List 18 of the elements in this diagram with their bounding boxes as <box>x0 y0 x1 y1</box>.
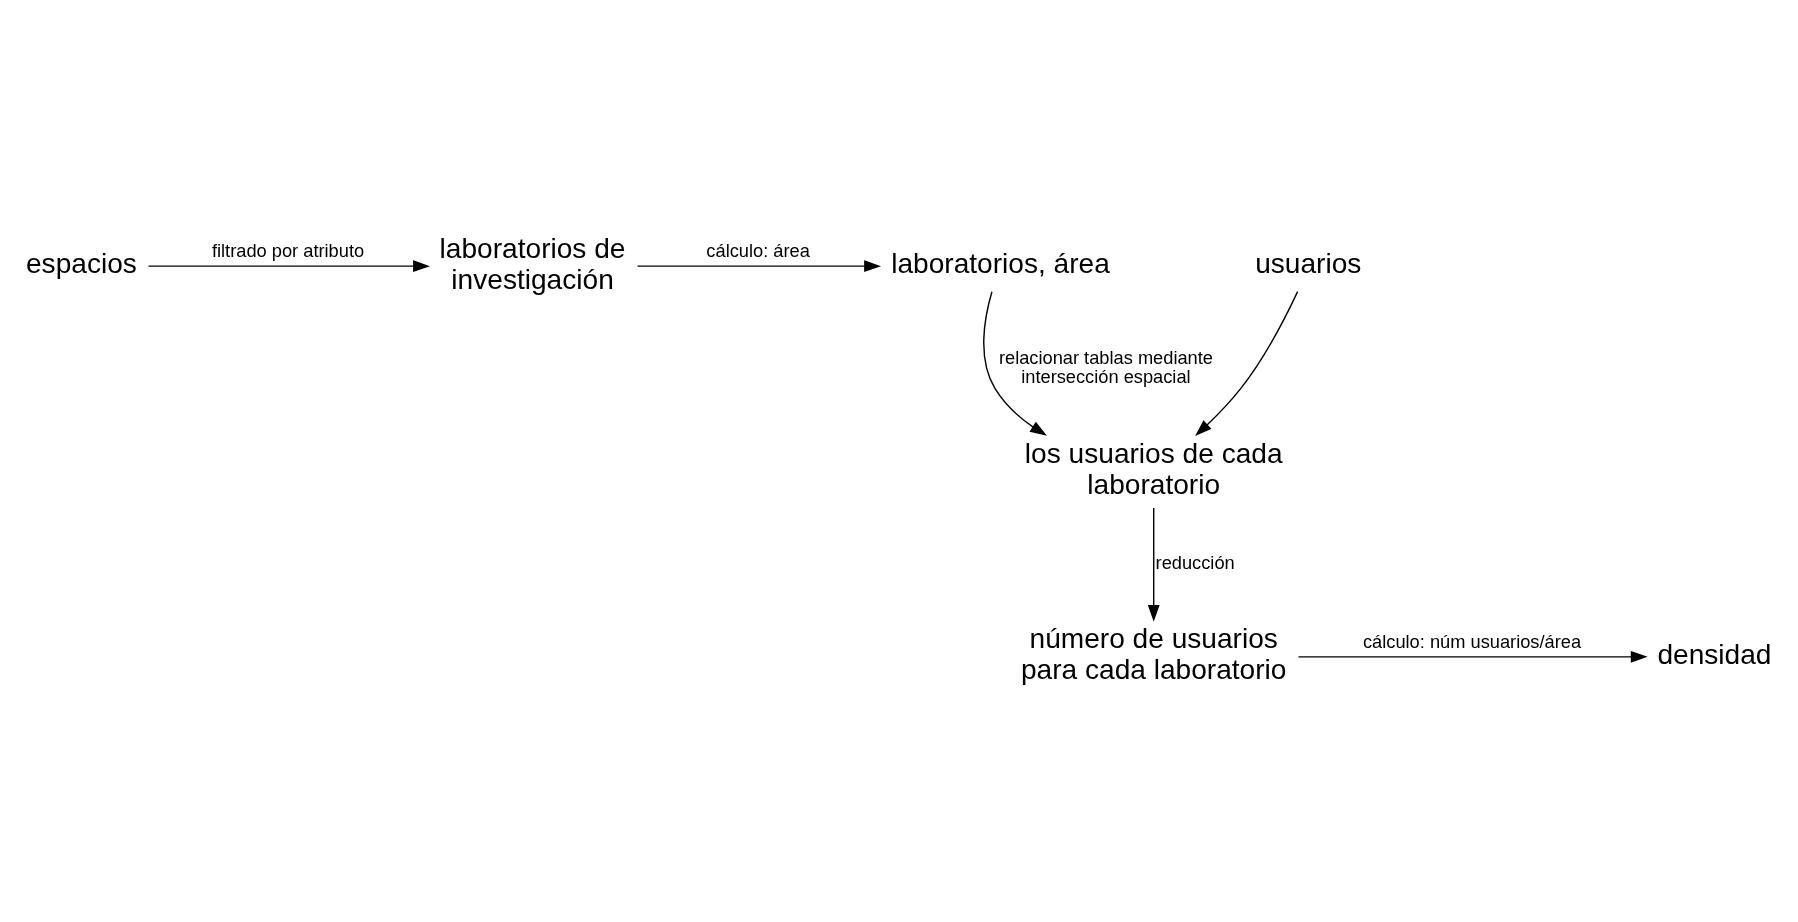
edge-label: cálculo: área <box>706 239 810 261</box>
arrow <box>983 290 1047 436</box>
node-text: número de usuarios para cada laboratorio <box>1020 622 1287 685</box>
node-text: usuarios <box>1255 247 1362 279</box>
edge-label: cálculo: núm usuarios/área <box>1362 630 1582 652</box>
arrow <box>1195 290 1299 436</box>
node-text: laboratorios, área <box>891 247 1110 279</box>
edge-label: reducción <box>1155 551 1235 573</box>
edge-label: relacionar tablas mediante intersección espacial <box>998 346 1213 387</box>
node-text: densidad <box>1657 638 1772 670</box>
node-text: laboratorios de investigación <box>439 232 626 295</box>
edge-label: filtrado por atributo <box>211 239 365 261</box>
node-text: espacios <box>26 247 137 279</box>
arrow <box>636 259 882 272</box>
arrow <box>147 259 430 272</box>
arrow <box>1147 506 1160 622</box>
node-text: los usuarios de cada laboratorio <box>1024 437 1283 500</box>
arrow <box>1297 650 1648 663</box>
